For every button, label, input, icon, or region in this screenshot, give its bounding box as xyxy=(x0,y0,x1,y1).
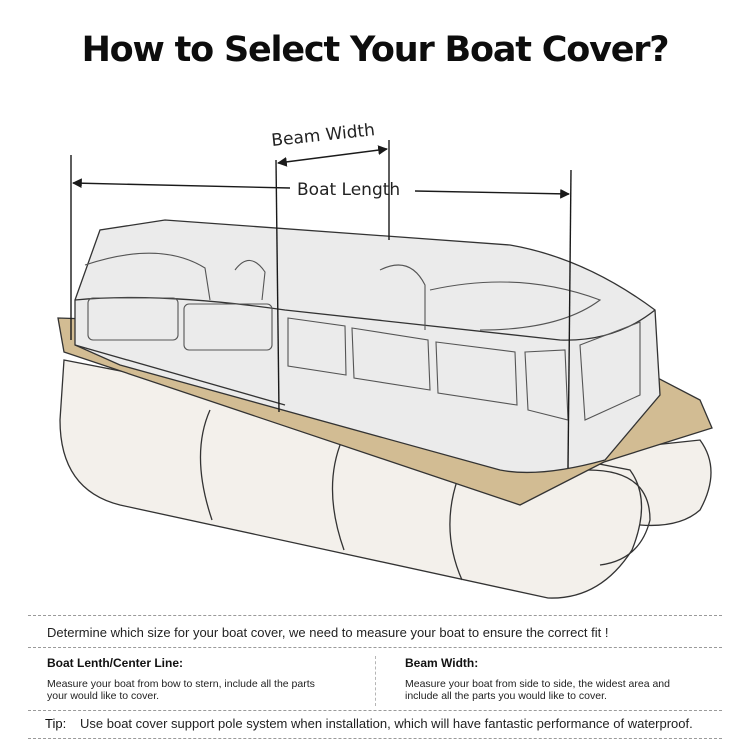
rail-panel-4 xyxy=(351,327,431,391)
seat-back xyxy=(84,252,211,301)
divider-lower xyxy=(28,710,722,711)
length-arrow-left xyxy=(72,178,291,189)
beam-width-label: Beam Width xyxy=(270,120,375,151)
beam-width-line-1: Measure your boat from side to side, the… xyxy=(405,678,670,690)
beam-arrow xyxy=(277,145,388,167)
intro-text: Determine which size for your boat cover… xyxy=(47,625,609,640)
tip-text: Use boat cover support pole system when … xyxy=(80,716,693,731)
beam-width-heading: Beam Width: xyxy=(405,656,479,670)
page-title: How to Select Your Boat Cover? xyxy=(81,30,670,70)
rail-panel-5 xyxy=(435,341,518,406)
rail-panel-3 xyxy=(287,317,347,376)
seat-right xyxy=(379,264,426,330)
divider-bottom xyxy=(28,738,722,739)
beam-width-description: Measure your boat from side to side, the… xyxy=(405,678,670,702)
pontoon-tubes xyxy=(59,359,712,599)
dimension-lines xyxy=(70,140,572,469)
column-divider xyxy=(375,656,376,706)
divider-middle xyxy=(28,647,722,648)
beam-width-line-2: include all the parts you would like to … xyxy=(405,690,607,702)
pontoon-seam-2 xyxy=(331,439,345,551)
boat-length-line-1: Measure your boat from bow to stern, inc… xyxy=(47,678,315,690)
lounge-curve xyxy=(429,281,602,331)
pontoon-seam-3 xyxy=(449,477,463,581)
tip-label: Tip: xyxy=(45,716,67,731)
boat-length-label: Boat Length xyxy=(297,180,400,200)
rail-panel-1 xyxy=(87,297,179,341)
front-pontoon xyxy=(59,359,643,599)
boat-diagram: Beam Width Boat Length xyxy=(57,120,713,599)
length-arrow-right xyxy=(414,188,570,199)
pontoon-seam-1 xyxy=(199,409,213,521)
boat-length-line-2: your would like to cover. xyxy=(47,690,160,702)
rail-panel-7 xyxy=(579,321,641,421)
guide-center xyxy=(275,159,280,413)
console xyxy=(234,259,266,301)
rail-panel-2 xyxy=(183,303,273,351)
cover-side-edge xyxy=(74,344,286,406)
boat-length-heading: Boat Lenth/Center Line: xyxy=(47,656,184,670)
boat-length-description: Measure your boat from bow to stern, inc… xyxy=(47,678,315,702)
pontoon-nose xyxy=(587,469,651,566)
divider-top xyxy=(28,615,722,616)
guide-right xyxy=(567,169,572,469)
